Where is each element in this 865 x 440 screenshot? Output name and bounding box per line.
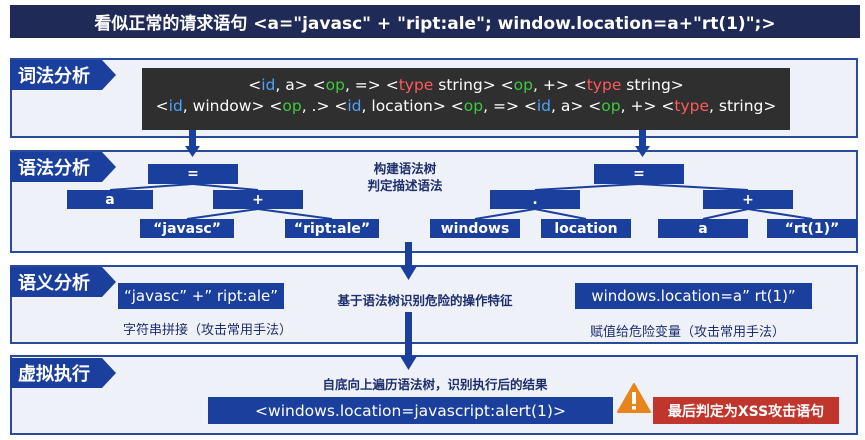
token-line2-2: , window> < bbox=[182, 97, 283, 115]
token-line2-3: op bbox=[282, 97, 302, 115]
token-line2-12: , +> < bbox=[620, 97, 675, 115]
tree-right-root-node: = bbox=[594, 164, 684, 184]
tree-right-rt1-node: “rt(1)” bbox=[767, 219, 857, 238]
semantic-expr-left: “javasc” +” ript:ale” bbox=[118, 283, 284, 309]
stage-syntax-label: 语法分析 bbox=[10, 152, 116, 182]
tree-right-a-node: a bbox=[658, 219, 748, 238]
stage-semantic-label: 语义分析 bbox=[10, 267, 116, 297]
token-line1-0: < bbox=[248, 76, 262, 94]
token-line2-0: < bbox=[155, 97, 169, 115]
token-line2-5: id bbox=[347, 97, 362, 115]
semantic-caption-right: 赋值给危险变量（攻击常用手法） bbox=[590, 325, 786, 340]
token-line2-6: , location> < bbox=[361, 97, 464, 115]
token-line1-9: type bbox=[586, 76, 622, 94]
stage-execution-label: 虚拟执行 bbox=[10, 358, 116, 388]
token-line2-9: id bbox=[536, 97, 552, 115]
token-line-2: <id, window> <op, .> <id, location> <op,… bbox=[142, 96, 790, 117]
warning-triangle-icon bbox=[617, 383, 651, 413]
token-line1-4: , => < bbox=[344, 76, 399, 94]
token-line1-1: id bbox=[261, 76, 276, 94]
token-line1-2: , a> < bbox=[275, 76, 326, 94]
token-line1-3: op bbox=[325, 76, 345, 94]
semantic-center-note: 基于语法树识别危险的操作特征 bbox=[337, 293, 513, 308]
token-line1-7: op bbox=[513, 76, 533, 94]
tree-right-windows-node: windows bbox=[430, 219, 520, 238]
token-line1-8: , +> < bbox=[532, 76, 587, 94]
stage-lexical-label: 词法分析 bbox=[10, 60, 116, 90]
token-line1-5: type bbox=[398, 76, 434, 94]
token-stream-box: <id, a> <op, => <type string> <op, +> <t… bbox=[142, 68, 790, 130]
token-line2-1: id bbox=[168, 97, 183, 115]
token-line2-7: op bbox=[463, 97, 484, 115]
tree-left-a-node: a bbox=[67, 190, 153, 209]
verdict-badge: 最后判定为XSS攻击语句 bbox=[653, 397, 839, 424]
tree-right-plus-node: + bbox=[703, 190, 793, 209]
token-line2-11: op bbox=[601, 97, 621, 115]
token-line2-8: , => < bbox=[483, 97, 537, 115]
token-line2-10: , a> < bbox=[551, 97, 602, 115]
tree-right-dot-node: . bbox=[490, 190, 580, 209]
semantic-caption-left: 字符串拼接（攻击常用手法） bbox=[123, 323, 293, 338]
execution-result: <windows.location=javascript:alert(1)> bbox=[208, 397, 613, 424]
token-line1-10: string> bbox=[621, 76, 684, 94]
tree-left-plus-node: + bbox=[213, 190, 303, 209]
token-line2-14: , string> bbox=[709, 97, 777, 115]
title-text: 看似正常的请求语句 <a="javasc" + "ript:ale"; wind… bbox=[94, 14, 776, 34]
syntax-note: 构建语法树 判定描述语法 bbox=[367, 161, 443, 193]
token-line-1: <id, a> <op, => <type string> <op, +> <t… bbox=[142, 75, 790, 96]
token-line2-4: , .> < bbox=[301, 97, 348, 115]
tree-right-location-node: location bbox=[541, 219, 631, 238]
tree-left-root-node: = bbox=[148, 164, 238, 184]
token-line2-13: type bbox=[674, 97, 710, 115]
token-line1-6: string> < bbox=[433, 76, 514, 94]
tree-left-riptale-node: “ript:ale” bbox=[285, 219, 379, 238]
semantic-expr-right: windows.location=a” rt(1)” bbox=[575, 283, 812, 309]
title-banner: 看似正常的请求语句 <a="javasc" + "ript:ale"; wind… bbox=[10, 5, 860, 38]
execution-note: 自底向上遍历语法树，识别执行后的结果 bbox=[322, 377, 548, 392]
tree-left-javasc-node: “javasc” bbox=[140, 219, 234, 238]
